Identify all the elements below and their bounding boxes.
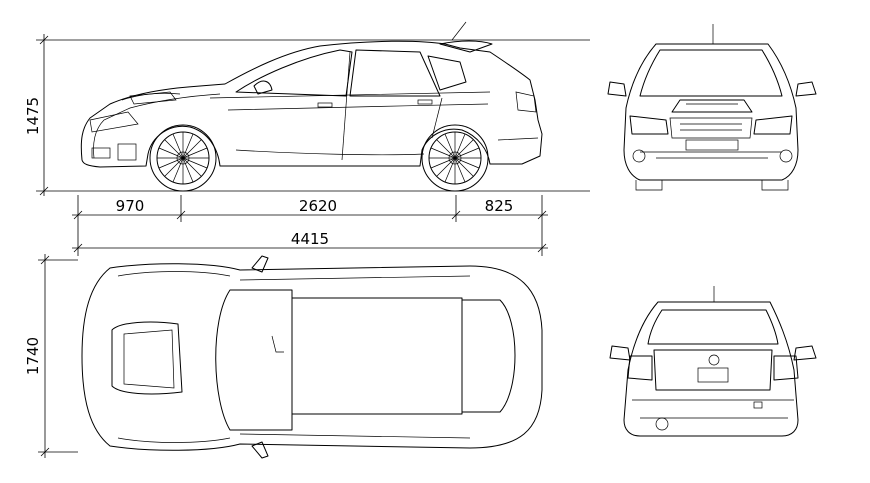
top-view xyxy=(81,255,543,459)
side-view xyxy=(80,21,543,192)
top-dimensions xyxy=(38,254,78,458)
rear-overhang-label: 825 xyxy=(485,197,514,215)
front-overhang-label: 970 xyxy=(116,197,145,215)
overall-length-label: 4415 xyxy=(291,230,329,248)
height-dimension-label: 1475 xyxy=(24,97,42,135)
side-dimensions xyxy=(36,34,590,256)
wheelbase-label: 2620 xyxy=(299,197,337,215)
width-dimension-label: 1740 xyxy=(24,337,42,375)
rear-view xyxy=(609,286,817,437)
front-view xyxy=(607,24,817,191)
